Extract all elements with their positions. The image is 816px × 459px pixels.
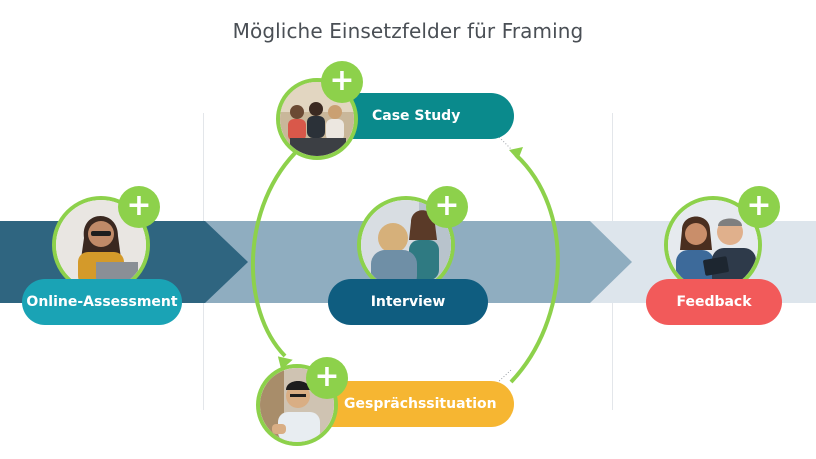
cycle-arrowhead-up	[509, 147, 523, 160]
connector-dotted-bottom	[496, 369, 512, 384]
interview-text: Interview	[370, 294, 446, 310]
cycle-arc-right	[509, 153, 560, 384]
feedback-text: Feedback	[676, 294, 752, 310]
gespraechssituation-text: Gesprächssituation	[344, 396, 497, 412]
case-study-plus-icon[interactable]: +	[321, 61, 363, 103]
diagram-title: Mögliche Einsetzfelder für Framing	[232, 19, 584, 43]
connector-dotted-top	[496, 134, 513, 151]
feedback-label[interactable]: Feedback	[646, 279, 782, 325]
feedback-plus-icon[interactable]: +	[738, 186, 780, 228]
feedback-photo	[664, 196, 762, 294]
interview-plus-icon[interactable]: +	[426, 186, 468, 228]
online-assessment-text: Online-Assessment	[26, 294, 178, 310]
cycle-arc-left	[251, 146, 302, 358]
case-study-text: Case Study	[372, 108, 461, 124]
online-assessment-plus-icon[interactable]: +	[118, 186, 160, 228]
online-assessment-label[interactable]: Online-Assessment	[22, 279, 182, 325]
interview-label[interactable]: Interview	[328, 279, 488, 325]
gespraechssituation-plus-icon[interactable]: +	[306, 357, 348, 399]
